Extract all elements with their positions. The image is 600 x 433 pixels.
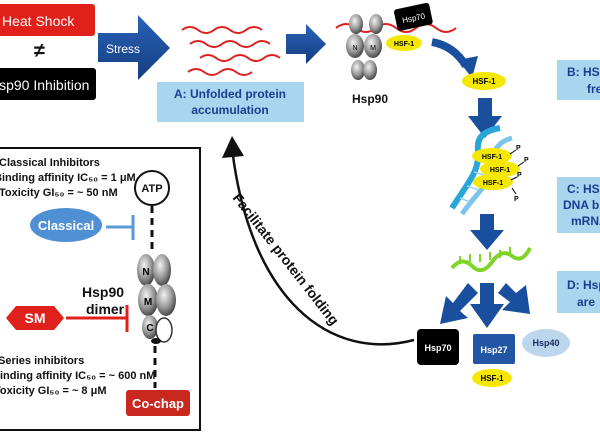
box-d-line2: are xyxy=(577,295,595,309)
facilitate-arrowhead xyxy=(222,136,244,158)
atp-label: ATP xyxy=(141,183,162,195)
cochap-box xyxy=(126,390,190,416)
hsp90-dimer-icon: N M C xyxy=(137,254,176,344)
dimer-domain-m: M xyxy=(144,297,152,308)
sm-toxicity: Toxicity GI₅₀ = ~ 8 μM xyxy=(0,385,107,397)
dimer-domain-c: C xyxy=(146,323,153,334)
box-c-line2: DNA bind xyxy=(563,198,600,212)
sm-affinity: Binding affinity IC₅₀ = ~ 600 nM xyxy=(0,370,155,382)
hsp70-label: Hsp70 xyxy=(424,343,451,353)
heat-shock-label: Heat Shock xyxy=(2,13,75,29)
classical-title: Classical Inhibitors xyxy=(0,157,100,169)
box-c-line3: mRNA xyxy=(571,214,600,228)
box-a-unfolded-protein: A: Unfolded protein accumulation xyxy=(157,82,304,122)
phospho-4: P xyxy=(514,196,519,203)
classical-toxicity: Toxicity GI₅₀ = ~ 50 nM xyxy=(0,187,118,199)
hsp70-complex-box: Hsp70 xyxy=(394,2,433,31)
box-a-line1: A: Unfolded protein xyxy=(174,87,286,101)
box-b-line2: free xyxy=(587,82,600,96)
sm-title: Series inhibitors xyxy=(0,355,84,367)
sm-label: SM xyxy=(25,310,46,326)
box-d-hsp-are: D: Hsp are xyxy=(557,271,600,313)
arrow-to-free-hsf1 xyxy=(458,56,478,78)
classical-oval xyxy=(30,208,102,242)
arrow-down-1 xyxy=(468,98,502,138)
classical-affinity: Binding affinity IC₅₀ = 1 μM xyxy=(0,172,136,184)
phospho-2: P xyxy=(524,157,529,164)
unfolded-protein-icon xyxy=(181,26,281,76)
hsp90-domain-n: N xyxy=(352,45,357,52)
arrow-to-hsp90 xyxy=(286,24,326,64)
hsp40-label: Hsp40 xyxy=(532,338,559,348)
dna-trimer-icon: HSF-1 HSF-1 HSF-1 P P P P xyxy=(449,125,529,216)
free-hsf1-label: HSF-1 xyxy=(472,77,496,86)
stress-arrow: Stress xyxy=(98,15,170,80)
box-b-hsf1-free: B: HSF-1 free xyxy=(557,60,600,100)
classical-label: Classical xyxy=(38,218,94,233)
box-c-line1: C: HSF-1 xyxy=(567,182,600,196)
arrow-to-hsp40 xyxy=(498,283,530,314)
not-equal-sign: ≠ xyxy=(34,40,45,62)
arrow-to-hsp70 xyxy=(440,283,478,324)
cochap-label: Co-chap xyxy=(132,396,184,411)
box-b-line1: B: HSF-1 xyxy=(567,65,600,79)
hsp90-complex-label: Hsp90 xyxy=(352,92,388,106)
hsf1-complex-label: HSF-1 xyxy=(394,41,414,48)
hsp90-complex: N M Hsp70 HSF-1 Hsp90 xyxy=(335,2,457,106)
arrow-down-2 xyxy=(470,214,504,250)
dimer-label-line2: dimer xyxy=(86,301,125,317)
hsp90-inhibition-label: Hsp90 Inhibition xyxy=(0,77,89,93)
hsp90-inhibition-box: Hsp90 Inhibition xyxy=(0,68,96,100)
box-c-dna-binding: C: HSF-1 DNA bind mRNA xyxy=(557,177,600,233)
trimer-hsf1-2: HSF-1 xyxy=(490,167,510,174)
heat-shock-box: Heat Shock xyxy=(0,4,95,36)
facilitate-folding-label: Facilitate protein folding xyxy=(230,190,343,328)
facilitate-folding-arrow xyxy=(230,147,415,346)
bottom-hsf1-oval xyxy=(472,369,512,387)
mrna-bases xyxy=(459,247,511,264)
bottom-hsf1-label: HSF-1 xyxy=(480,374,504,383)
stress-label: Stress xyxy=(106,42,140,56)
box-d-line1: D: Hsp xyxy=(567,278,600,292)
hsp27-label: Hsp27 xyxy=(480,345,507,355)
arrow-to-hsp27 xyxy=(470,283,504,328)
phospho-1: P xyxy=(516,145,521,152)
hsp27-box xyxy=(473,334,515,364)
hsp40-oval xyxy=(522,329,570,357)
trimer-hsf1-3: HSF-1 xyxy=(483,180,503,187)
free-hsf1-oval xyxy=(462,72,506,90)
hsp90-domain-m: M xyxy=(370,45,376,52)
phospho-3: P xyxy=(517,172,522,179)
hsp70-box xyxy=(417,329,459,365)
trimer-hsf1-1: HSF-1 xyxy=(482,154,502,161)
dimer-label-line1: Hsp90 xyxy=(82,284,124,300)
sm-hexagon xyxy=(6,306,64,330)
atp-circle xyxy=(134,170,170,206)
box-a-line2: accumulation xyxy=(191,103,268,117)
mrna-strand-icon xyxy=(450,247,532,273)
dimer-domain-n: N xyxy=(142,267,149,278)
